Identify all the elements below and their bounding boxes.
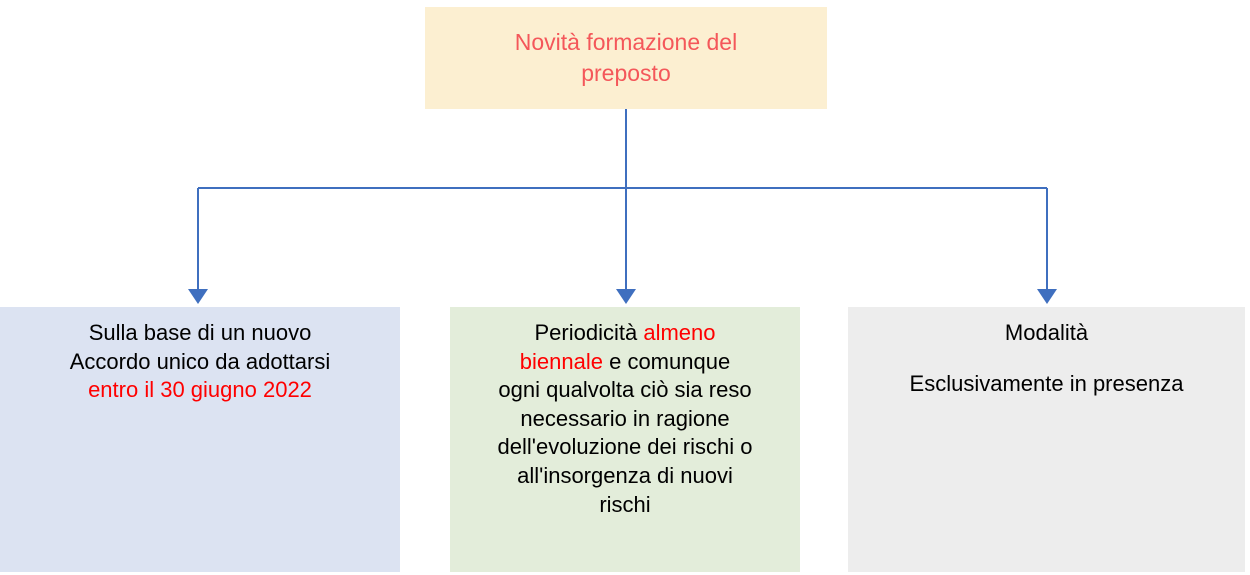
node-mid-line-5: dell'evoluzione dei rischi o bbox=[497, 434, 753, 460]
node-mid-line-2: biennale e comunque bbox=[460, 348, 790, 377]
node-root-line-1: Novità formazione del bbox=[514, 29, 738, 56]
node-right-line-1: Modalità bbox=[1004, 320, 1089, 345]
node-right-line-2: Esclusivamente in presenza bbox=[909, 370, 1184, 396]
node-left-line-1: Sulla base di un nuovo bbox=[88, 320, 312, 345]
node-root[interactable]: Novità formazione del preposto bbox=[425, 7, 827, 109]
arrowhead-middle bbox=[616, 289, 636, 304]
node-right-blank-line bbox=[858, 348, 1235, 370]
node-mid-line-4: necessario in ragione bbox=[520, 405, 730, 431]
node-mid-line-2-highlight: biennale bbox=[519, 348, 603, 374]
node-mid-line-6: all'insorgenza di nuovi bbox=[517, 462, 733, 488]
node-mid-line-3: ogni qualvolta ciò sia reso bbox=[498, 377, 752, 403]
node-modalita[interactable]: Modalità Esclusivamente in presenza bbox=[848, 307, 1245, 572]
node-left-line-3-deadline: entro il 30 giugno 2022 bbox=[88, 377, 312, 403]
node-left-line-2: Accordo unico da adottarsi bbox=[69, 348, 331, 374]
node-mid-line-1-highlight: almeno bbox=[643, 320, 716, 345]
node-mid-line-1-plain: Periodicità bbox=[534, 320, 644, 345]
node-mid-line-1: Periodicità almeno bbox=[460, 319, 790, 348]
arrowhead-left bbox=[188, 289, 208, 304]
node-periodicita[interactable]: Periodicità almeno biennale e comunque o… bbox=[450, 307, 800, 572]
node-accordo-unico[interactable]: Sulla base di un nuovo Accordo unico da … bbox=[0, 307, 400, 572]
arrowhead-right bbox=[1037, 289, 1057, 304]
node-root-line-2: preposto bbox=[581, 60, 671, 86]
node-mid-line-2-plain: e comunque bbox=[602, 348, 731, 374]
node-mid-line-7: rischi bbox=[599, 491, 651, 517]
